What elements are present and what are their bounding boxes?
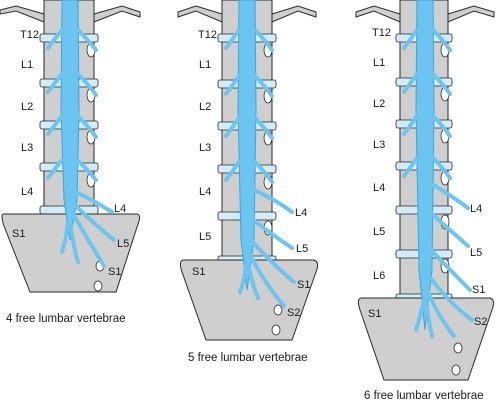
- sacrum: [357, 297, 495, 381]
- label-l1: L1: [373, 57, 385, 69]
- label-l3: L3: [199, 142, 211, 154]
- panel-4-lumbar: T12 L1 L2 L3 L4 S1 L4 L5 S1 4 free lumba…: [0, 0, 141, 325]
- left-rib: [355, 5, 401, 23]
- label-root-l5: L5: [296, 243, 308, 255]
- label-l2: L2: [373, 98, 385, 110]
- label-root-s2: S2: [474, 316, 487, 328]
- label-root-s1: S1: [297, 279, 310, 291]
- panel-5-lumbar: T12 L1 L2 L3 L4 L5 S1 L4 L5 S1 S2 5 free…: [177, 0, 319, 364]
- nerve-roots: [224, 28, 296, 308]
- label-l1: L1: [199, 59, 211, 71]
- label-l5: L5: [373, 226, 385, 238]
- label-l6: L6: [373, 270, 385, 282]
- label-root-s2: S2: [287, 307, 300, 319]
- label-root-l4: L4: [114, 203, 126, 215]
- caption-6-lumbar: 6 free lumbar vertebrae: [364, 390, 484, 402]
- sacral-foramina: [451, 342, 463, 376]
- right-rib: [271, 5, 317, 23]
- right-rib: [447, 5, 495, 23]
- label-l2: L2: [21, 101, 33, 113]
- label-l4: L4: [199, 186, 211, 198]
- left-rib: [0, 5, 45, 23]
- sacral-foramina: [271, 304, 283, 336]
- label-l2: L2: [199, 101, 211, 113]
- label-s1: S1: [192, 266, 205, 278]
- label-root-l5: L5: [117, 238, 129, 250]
- label-l4: L4: [21, 186, 33, 198]
- label-root-l4: L4: [295, 207, 307, 219]
- sacrum: [179, 259, 319, 341]
- label-t12: T12: [198, 29, 217, 41]
- label-root-l4: L4: [470, 203, 482, 215]
- right-rib: [93, 5, 141, 23]
- left-rib: [177, 5, 223, 23]
- caption-4-lumbar: 4 free lumbar vertebrae: [6, 313, 126, 325]
- label-t12: T12: [372, 27, 391, 39]
- panel-6-lumbar: T12 L1 L2 L3 L4 L5 L6 S1 L4 L5 S1 S2 6 f…: [355, 0, 495, 402]
- label-root-s1: S1: [108, 266, 121, 278]
- label-root-l5: L5: [470, 247, 482, 259]
- caption-5-lumbar: 5 free lumbar vertebrae: [188, 352, 308, 364]
- label-l3: L3: [373, 139, 385, 151]
- nerve-roots: [402, 28, 474, 338]
- nerve-roots: [46, 28, 116, 268]
- label-l3: L3: [21, 142, 33, 154]
- label-root-s1: S1: [472, 284, 485, 296]
- spinal-cord: [415, 0, 435, 331]
- label-l4: L4: [373, 182, 385, 194]
- label-l1: L1: [21, 59, 33, 71]
- spinal-cord: [60, 0, 80, 241]
- label-s1: S1: [368, 308, 381, 320]
- label-t12: T12: [20, 29, 39, 41]
- label-s1: S1: [12, 228, 25, 240]
- label-l5: L5: [199, 231, 211, 243]
